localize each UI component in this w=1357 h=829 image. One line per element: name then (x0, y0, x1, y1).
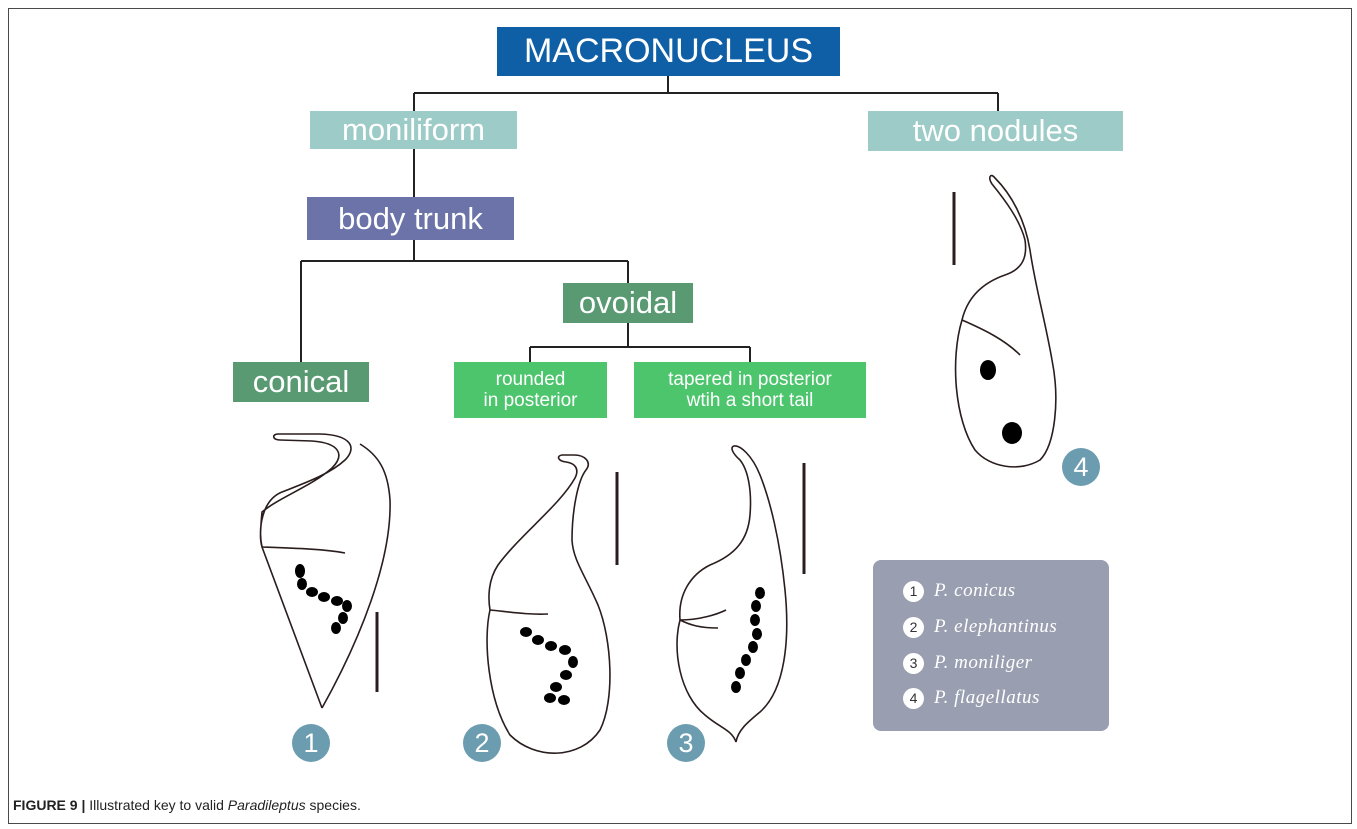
legend-species-name: P. moniliger (934, 652, 1033, 674)
legend-item: 1 P. conicus (903, 580, 1016, 602)
caption-text-before: Illustrated key to valid (85, 797, 227, 813)
caption-genus: Paradileptus (228, 797, 306, 813)
badge-number: 3 (678, 728, 693, 759)
elephantinus-illustration (487, 455, 617, 753)
legend-item: 3 P. moniliger (903, 652, 1033, 674)
moniliger-nucleus (731, 587, 765, 693)
legend-species-name: P. elephantinus (934, 616, 1057, 638)
legend-item: 4 P. flagellatus (903, 687, 1040, 709)
badge-number: 1 (303, 728, 318, 759)
flagellatus-illustration (954, 176, 1056, 467)
badge-number: 2 (474, 728, 489, 759)
legend-species-name: P. flagellatus (934, 687, 1040, 709)
caption-text-after: species. (306, 797, 361, 813)
moniliger-illustration (677, 446, 804, 742)
conicus-nucleus (295, 564, 352, 634)
species-badge-2: 2 (463, 724, 501, 762)
species-badge-4: 4 (1062, 448, 1100, 486)
legend-number: 3 (903, 653, 924, 674)
badge-number: 4 (1073, 452, 1088, 483)
legend-number: 2 (903, 617, 924, 638)
flagellatus-nucleus (980, 360, 1022, 444)
legend-species-name: P. conicus (934, 580, 1016, 602)
legend-item: 2 P. elephantinus (903, 616, 1057, 638)
conicus-illustration (261, 434, 391, 708)
species-badge-3: 3 (667, 724, 705, 762)
species-legend: 1 P. conicus 2 P. elephantinus 3 P. moni… (873, 560, 1109, 731)
legend-number: 1 (903, 581, 924, 602)
species-badge-1: 1 (292, 724, 330, 762)
elephantinus-nucleus (520, 627, 578, 705)
legend-number: 4 (903, 688, 924, 709)
figure-caption: FIGURE 9 | Illustrated key to valid Para… (13, 797, 361, 813)
caption-label: FIGURE 9 | (13, 797, 85, 813)
